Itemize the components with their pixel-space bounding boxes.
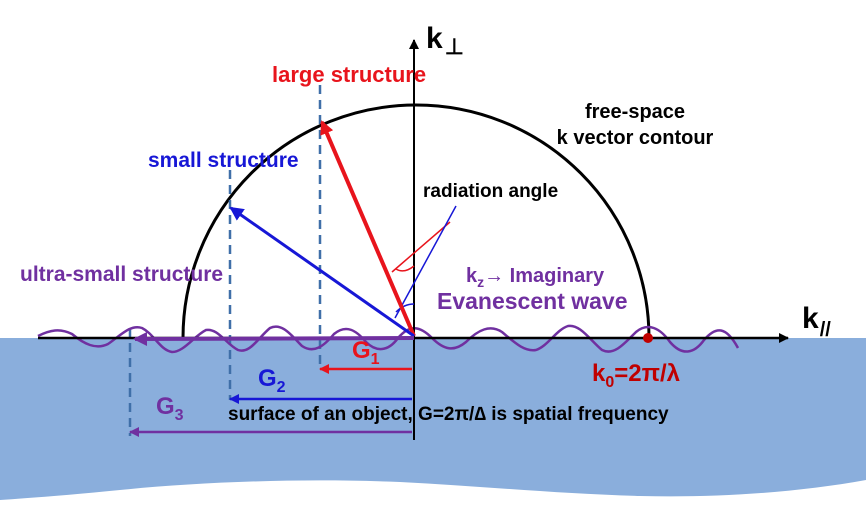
k0-point (643, 333, 653, 343)
small-structure-vector (229, 206, 415, 338)
y-axis-label: k⊥ (426, 22, 464, 59)
large-structure-label: large structure (272, 62, 426, 87)
radiation-angle-line-red (391, 221, 451, 273)
surface-caption: surface of an object, G=2π/∆ is spatial … (228, 404, 669, 425)
k0-label: k0=2π/λ (592, 360, 680, 391)
radiation-angle-label: radiation angle (423, 181, 558, 202)
ultra-small-structure-vector (133, 331, 415, 346)
small-structure-label: small structure (148, 149, 299, 172)
evanescent-wave-label: Evanescent wave (437, 288, 628, 314)
evanescent-wave-curve (37, 324, 740, 354)
radiation-angle-arc-blue (395, 303, 415, 313)
g2-label: G2 (258, 365, 286, 396)
ultra-small-structure-label: ultra-small structure (20, 263, 223, 286)
g3-label: G3 (156, 393, 184, 424)
g1-label: G1 (352, 337, 380, 368)
contour-label-line2: k vector contour (557, 127, 714, 149)
radiation-angle-arc (395, 265, 415, 272)
x-axis-label: k// (802, 302, 831, 341)
radiation-angle-line-blue (394, 205, 457, 319)
large-structure-vector (320, 120, 416, 337)
object-surface (0, 338, 866, 500)
kz-imaginary-label: kz→ Imaginary (466, 265, 605, 290)
contour-label-line1: free-space (585, 101, 685, 123)
free-space-contour (181, 103, 651, 339)
